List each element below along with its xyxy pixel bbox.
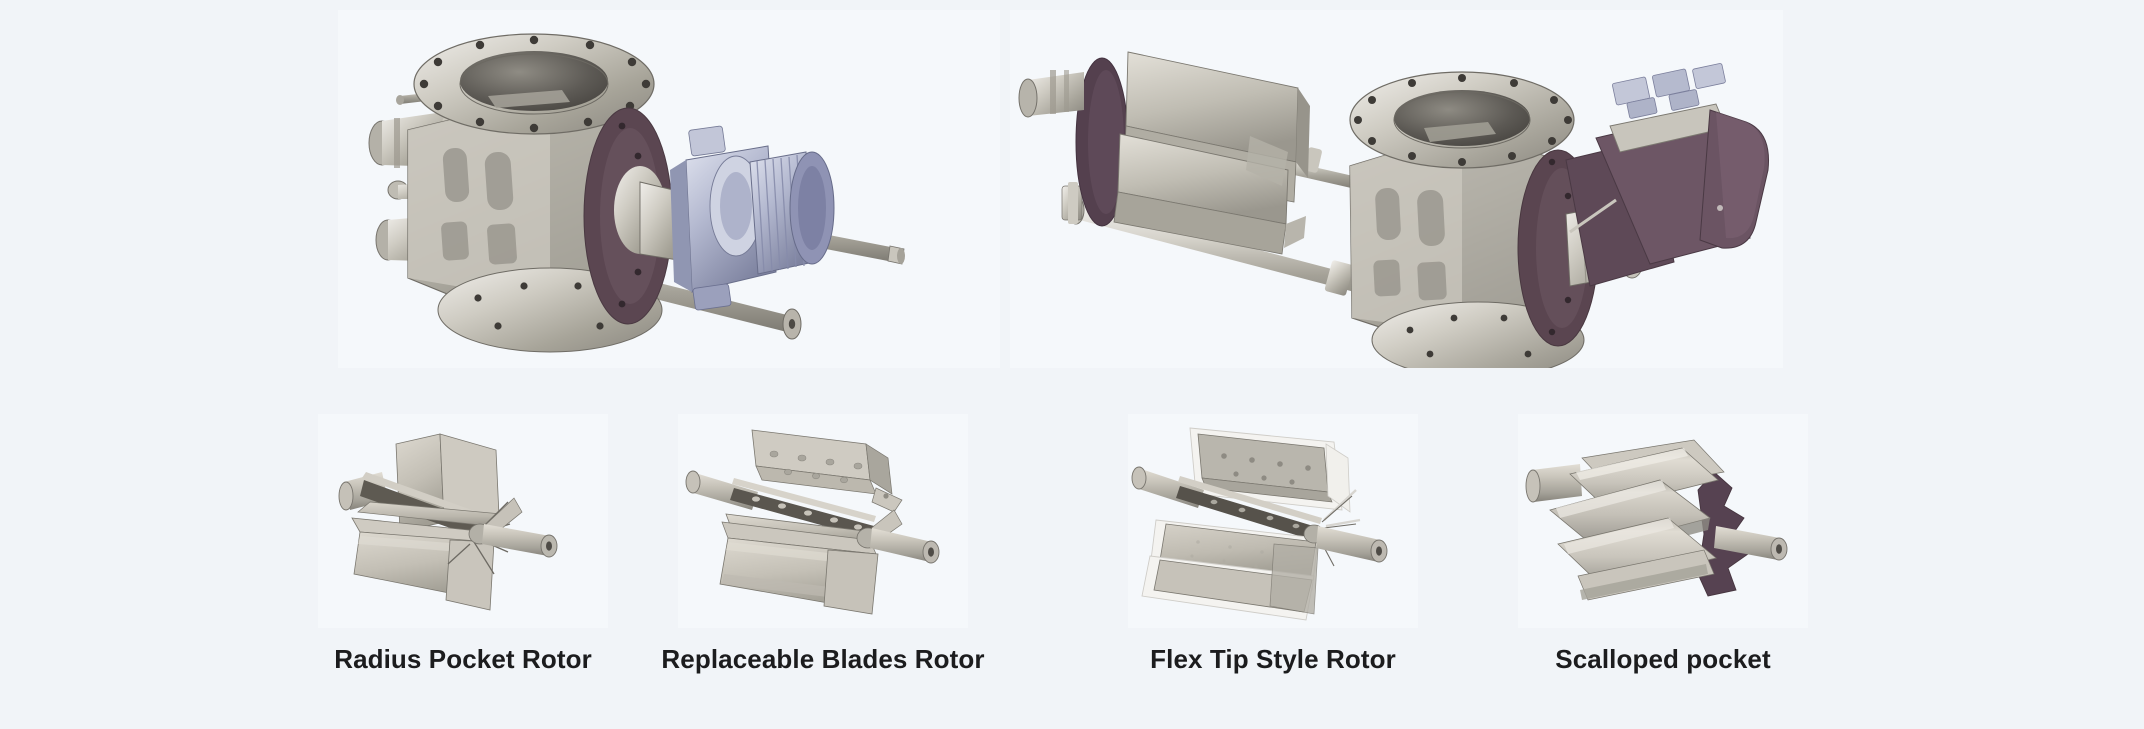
replaceable-blades-rotor-image [678, 414, 968, 628]
rotor-label: Replaceable Blades Rotor [661, 644, 985, 674]
hero-panel-rotor-withdrawn[interactable] [1010, 10, 1783, 368]
rotor-image-panel [318, 414, 608, 628]
rotor-card-scalloped-pocket[interactable]: Scalloped pocket [1518, 414, 1808, 714]
rotor-image-panel [1128, 414, 1418, 628]
rotor-label: Scalloped pocket [1555, 644, 1771, 674]
rotor-label: Flex Tip Style Rotor [1150, 644, 1396, 674]
rotor-image-panel [678, 414, 968, 628]
flex-tip-style-rotor-image [1128, 414, 1418, 628]
rotary-airlock-valve-with-drive-image [338, 10, 1000, 368]
rotor-image-panel [1518, 414, 1808, 628]
radius-pocket-rotor-image [318, 414, 608, 628]
hero-image-row [0, 10, 2144, 368]
scalloped-pocket-rotor-image [1518, 414, 1808, 628]
rotor-type-row: Radius Pocket Rotor [0, 414, 2144, 714]
rotor-card-radius-pocket[interactable]: Radius Pocket Rotor [318, 414, 608, 714]
rotor-card-replaceable-blades[interactable]: Replaceable Blades Rotor [661, 414, 984, 714]
rotor-card-flex-tip-style[interactable]: Flex Tip Style Rotor [1128, 414, 1418, 714]
rotary-airlock-valve-rotor-withdrawn-image [1010, 10, 1783, 368]
rotor-label: Radius Pocket Rotor [334, 644, 592, 674]
hero-panel-valve-with-drive[interactable] [338, 10, 1000, 368]
